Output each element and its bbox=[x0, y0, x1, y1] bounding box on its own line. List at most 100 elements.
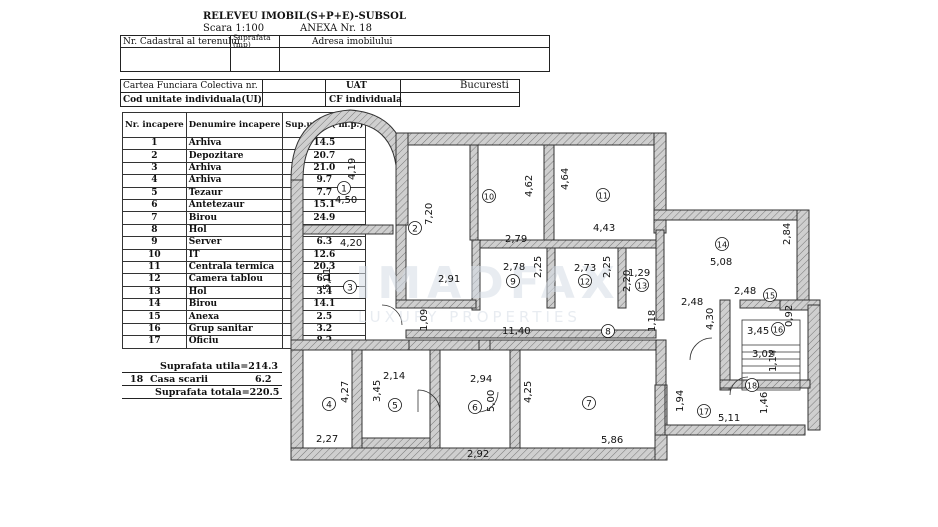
room-marker-circle-13 bbox=[635, 278, 649, 292]
room-marker-circle-12 bbox=[578, 274, 592, 288]
dimension-r5-height: 3,45 bbox=[372, 380, 383, 402]
dimension-r10-width: 2,79 bbox=[505, 234, 527, 245]
room-marker-5: 5 bbox=[392, 402, 398, 412]
dimension-r11-height: 4,64 bbox=[560, 168, 571, 190]
room-nr: 1 bbox=[122, 136, 187, 151]
dimension-r2-height: 7,20 bbox=[424, 203, 435, 225]
room-nr: 3 bbox=[122, 161, 187, 176]
room-marker-circle-8 bbox=[601, 324, 615, 338]
room-marker-circle-18 bbox=[745, 378, 759, 392]
room-name: Server bbox=[185, 236, 284, 250]
room-nr: 17 bbox=[122, 335, 187, 349]
room-marker-circle-15 bbox=[763, 288, 777, 302]
room-name: Oficiu bbox=[185, 335, 284, 349]
room-marker-circle-17 bbox=[697, 404, 711, 418]
dimension-r12-height: 2,25 bbox=[602, 256, 613, 278]
room-nr: 5 bbox=[122, 186, 187, 200]
cadastral-label: Nr. Cadastral al terenului bbox=[123, 37, 240, 47]
room-nr: 8 bbox=[122, 223, 187, 238]
dimension-hall-right: 1,18 bbox=[647, 310, 658, 332]
dimension-r1-width: 4,50 bbox=[335, 195, 357, 206]
room-marker-circle-6 bbox=[468, 400, 482, 414]
room-marker-12: 12 bbox=[580, 278, 590, 287]
watermark: IMADFAX LUXURY PROPERTIES bbox=[355, 258, 621, 326]
watermark-subtext: LUXURY PROPERTIES bbox=[358, 308, 581, 326]
room-name: Depozitare bbox=[185, 149, 284, 163]
stair-name: Casa scarii bbox=[150, 374, 209, 385]
dimension-r16-width: 3,45 bbox=[747, 326, 769, 337]
room-marker-9: 9 bbox=[510, 278, 516, 288]
room-nr: 6 bbox=[122, 198, 187, 213]
total-area: Suprafata totala=220.5 bbox=[155, 387, 280, 398]
watermark-text: IMADFAX bbox=[355, 258, 621, 309]
plan-walls bbox=[290, 109, 821, 461]
door-swings bbox=[381, 304, 749, 413]
room-marker-4: 4 bbox=[326, 401, 332, 411]
dimension-r14-width: 5,08 bbox=[710, 257, 732, 268]
dimension-r17-width: 5,11 bbox=[718, 413, 740, 424]
room-marker-10: 10 bbox=[484, 193, 494, 202]
room-marker-8: 8 bbox=[605, 328, 611, 338]
room-nr: 7 bbox=[122, 211, 187, 225]
dimension-r3-width: 4,20 bbox=[340, 238, 362, 249]
uat-value: Bucuresti bbox=[460, 80, 509, 91]
address-label: Adresa imobilului bbox=[312, 37, 393, 47]
room-marker-circle-9 bbox=[506, 274, 520, 288]
dimension-r2-width: 2,91 bbox=[438, 274, 460, 285]
dimension-r18-width: 3,02 bbox=[752, 349, 774, 360]
dimension-r15-width: 2,48 bbox=[734, 286, 756, 297]
room-name: Arhiva bbox=[185, 174, 284, 188]
room-marker-17: 17 bbox=[699, 408, 709, 417]
dimension-r6-bottom: 2,92 bbox=[467, 449, 489, 460]
dimension-r9-height: 2,25 bbox=[533, 256, 544, 278]
room-marker-circle-14 bbox=[715, 237, 729, 251]
uat-label: UAT bbox=[346, 81, 367, 91]
stair-area: 6.2 bbox=[255, 374, 272, 385]
room-marker-circle-2 bbox=[408, 221, 422, 235]
room-marker-7: 7 bbox=[586, 400, 592, 410]
unit-code-label: Cod unitate individuala(UI) bbox=[123, 95, 262, 105]
room-marker-3: 3 bbox=[347, 284, 353, 294]
useful-area-total: Suprafata utila=214.3 bbox=[160, 361, 279, 372]
carte-funciara-label: Cartea Funciara Colectiva nr. bbox=[123, 81, 258, 91]
dimension-hall2-width: 2,48 bbox=[681, 297, 703, 308]
dimension-r5-width: 2,14 bbox=[383, 371, 405, 382]
room-marker-18: 18 bbox=[747, 382, 757, 391]
room-marker-circle-7 bbox=[582, 396, 596, 410]
dimension-r14-height: 2,84 bbox=[782, 223, 793, 245]
room-marker-6: 6 bbox=[472, 404, 478, 414]
dimension-hall-left: 1,09 bbox=[419, 309, 430, 331]
dimension-r4-height: 4,27 bbox=[340, 381, 351, 403]
area-label: Suprafata (mp) bbox=[233, 34, 271, 48]
room-name: Birou bbox=[185, 211, 284, 225]
room-marker-14: 14 bbox=[717, 241, 727, 250]
dimension-r9-width: 2,78 bbox=[503, 262, 525, 273]
dimension-r18-height: 1,14 bbox=[768, 350, 779, 372]
room-marker-16: 16 bbox=[773, 326, 783, 335]
dimension-r13-width: 1,29 bbox=[628, 268, 650, 279]
room-marker-circle-16 bbox=[771, 322, 785, 336]
dimension-labels: 4,194,507,202,914,205,014,622,794,644,43… bbox=[316, 158, 795, 460]
room-marker-circle-1 bbox=[337, 181, 351, 195]
cf-individual-label: CF individuala bbox=[329, 95, 402, 105]
dimension-r13-height: 2,20 bbox=[622, 270, 633, 292]
room-marker-circle-10 bbox=[482, 189, 496, 203]
dimension-r6-height: 5,00 bbox=[486, 390, 497, 412]
dimension-hall2-height: 4,30 bbox=[705, 308, 716, 330]
room-marker-15: 15 bbox=[765, 292, 775, 301]
dimension-r12-width: 2,73 bbox=[574, 263, 596, 274]
dimension-r11-width: 4,43 bbox=[593, 223, 615, 234]
room-marker-circle-3 bbox=[343, 280, 357, 294]
dimension-r1-height: 4,19 bbox=[347, 158, 358, 180]
dimension-r16-height: 0,92 bbox=[784, 305, 795, 327]
plan-title: RELEVEU IMOBIL(S+P+E)-SUBSOL bbox=[203, 11, 406, 22]
annex-number: ANEXA Nr. 18 bbox=[300, 23, 372, 34]
dimension-r3-height: 5,01 bbox=[322, 268, 333, 290]
col-name-header: Denumire incapere bbox=[185, 112, 284, 138]
room-marker-1: 1 bbox=[341, 185, 347, 195]
room-marker-circle-5 bbox=[388, 398, 402, 412]
